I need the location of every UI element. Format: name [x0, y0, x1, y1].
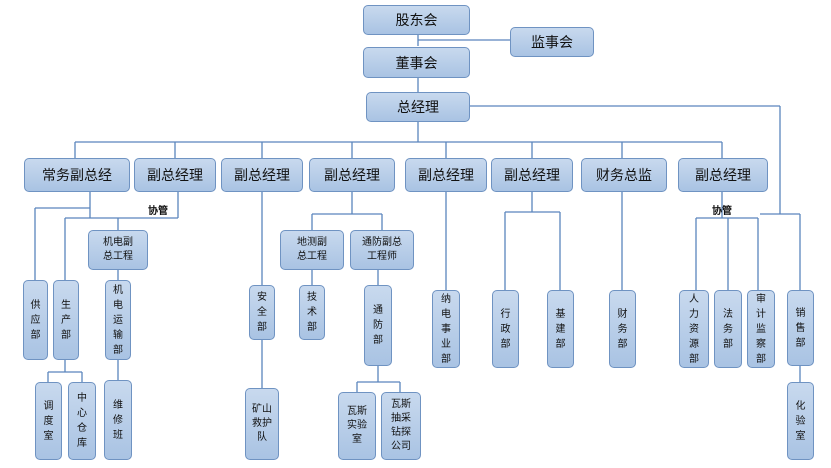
- deputy-gm-box-5: 副总经理: [491, 158, 573, 192]
- electromech-chief-engineer-box: 机电副 总工程: [88, 230, 148, 270]
- deputy-gm-box-1: 副总经理: [134, 158, 216, 192]
- assist-label-1: 协管: [148, 206, 168, 217]
- legal-dept-box: 法 务 部: [714, 290, 742, 368]
- technical-dept-box: 技 术 部: [299, 285, 325, 340]
- board-box: 董事会: [363, 47, 470, 78]
- maintenance-team-box: 维 修 班: [104, 380, 132, 460]
- deputy-gm-box-2: 副总经理: [221, 158, 303, 192]
- audit-supervision-dept-box: 审 计 监 察 部: [747, 290, 775, 368]
- cfo-box: 财务总监: [581, 158, 667, 192]
- finance-dept-box: 财 务 部: [609, 290, 636, 368]
- general-manager-box: 总经理: [366, 92, 470, 122]
- dispatch-room-box: 调 度 室: [35, 382, 62, 460]
- gas-drilling-company-box: 瓦斯 抽采 钻探 公司: [381, 392, 421, 460]
- executive-deputy-gm-box: 常务副总经: [24, 158, 130, 192]
- administration-dept-box: 行 政 部: [492, 290, 519, 368]
- ventilation-dept-box: 通 防 部: [364, 285, 392, 366]
- supervisors-box: 监事会: [510, 27, 594, 57]
- central-warehouse-box: 中 心 仓 库: [68, 382, 96, 460]
- shareholders-box: 股东会: [363, 5, 470, 35]
- sales-dept-box: 销 售 部: [787, 290, 814, 366]
- electromech-transport-dept-box: 机 电 运 输 部: [105, 280, 131, 360]
- deputy-gm-box-4: 副总经理: [405, 158, 487, 192]
- ventilation-chief-engineer-box: 通防副总 工程师: [350, 230, 414, 270]
- production-dept-box: 生 产 部: [53, 280, 79, 360]
- hr-dept-box: 人 力 资 源 部: [679, 290, 709, 368]
- electricity-business-dept-box: 纳 电 事 业 部: [432, 290, 460, 368]
- mine-rescue-team-box: 矿山 救护 队: [245, 388, 279, 460]
- gas-laboratory-box: 瓦斯 实验 室: [338, 392, 376, 460]
- infrastructure-dept-box: 基 建 部: [547, 290, 574, 368]
- supply-dept-box: 供 应 部: [23, 280, 48, 360]
- deputy-gm-box-3: 副总经理: [309, 158, 395, 192]
- chemical-lab-box: 化 验 室: [787, 382, 814, 460]
- safety-dept-box: 安 全 部: [249, 285, 275, 340]
- assist-label-2: 协管: [712, 206, 732, 217]
- deputy-gm-box-6: 副总经理: [678, 158, 768, 192]
- geology-chief-engineer-box: 地测副 总工程: [280, 230, 344, 270]
